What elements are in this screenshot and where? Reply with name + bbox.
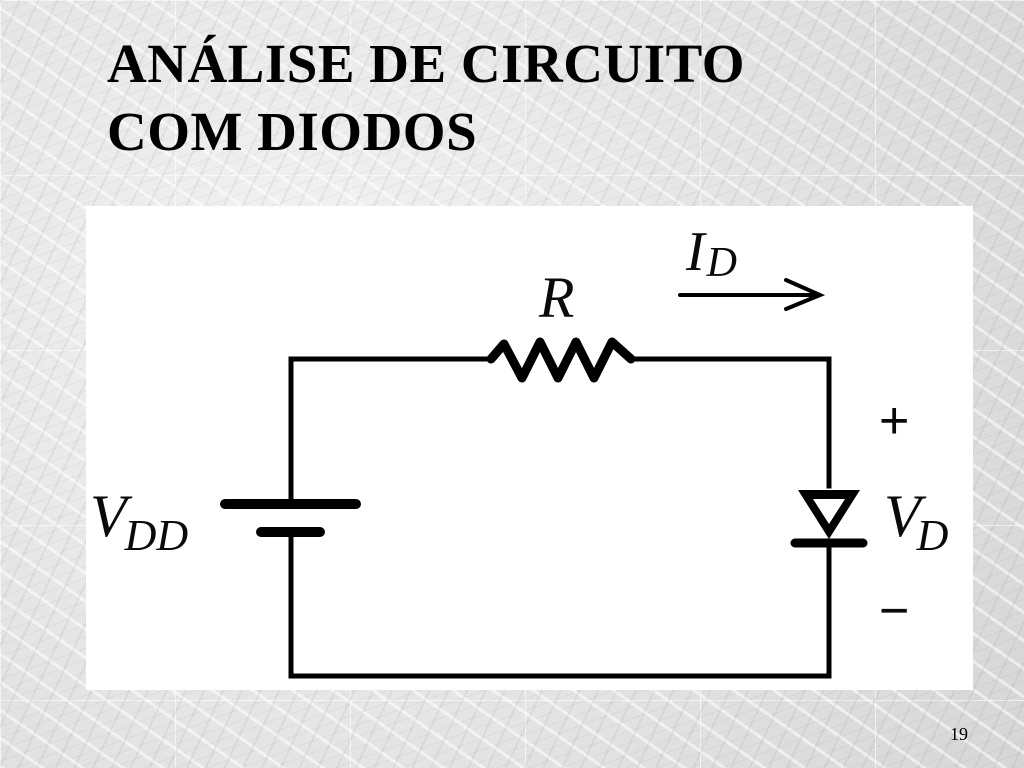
resistor-symbol	[486, 337, 636, 383]
diode-symbol	[790, 490, 868, 548]
slide-number: 19	[950, 724, 968, 744]
voltage-source-symbol	[220, 499, 361, 537]
top-left-wire	[288, 356, 494, 505]
current-arrow	[678, 278, 826, 311]
diode-voltage-symbol: V	[884, 483, 927, 549]
title-line-2: COM DIODOS	[107, 101, 478, 162]
diode-voltage-subscript: D	[916, 511, 949, 560]
top-right-wire	[628, 356, 832, 489]
slide-title: ANÁLISE DE CIRCUITO COM DIODOS	[107, 30, 745, 166]
current-symbol: I	[685, 221, 707, 283]
diode-voltage-label: VD	[884, 483, 949, 560]
title-line-1: ANÁLISE DE CIRCUITO	[107, 33, 746, 94]
circuit-svg: R ID VDD VD + −	[90, 221, 949, 679]
circuit-diagram: R ID VDD VD + −	[86, 206, 973, 690]
plus-sign: +	[879, 392, 909, 450]
source-subscript: DD	[124, 511, 189, 560]
circuit-wires	[288, 356, 832, 679]
current-subscript: D	[706, 240, 737, 286]
current-label: ID	[685, 221, 737, 286]
source-voltage-label: VDD	[90, 483, 188, 560]
minus-sign: −	[879, 582, 909, 640]
current-arrow-head	[784, 278, 826, 311]
diode-triangle-inner	[813, 499, 845, 524]
bottom-wire	[288, 531, 832, 679]
source-symbol: V	[90, 483, 133, 549]
resistor-label: R	[538, 265, 574, 330]
